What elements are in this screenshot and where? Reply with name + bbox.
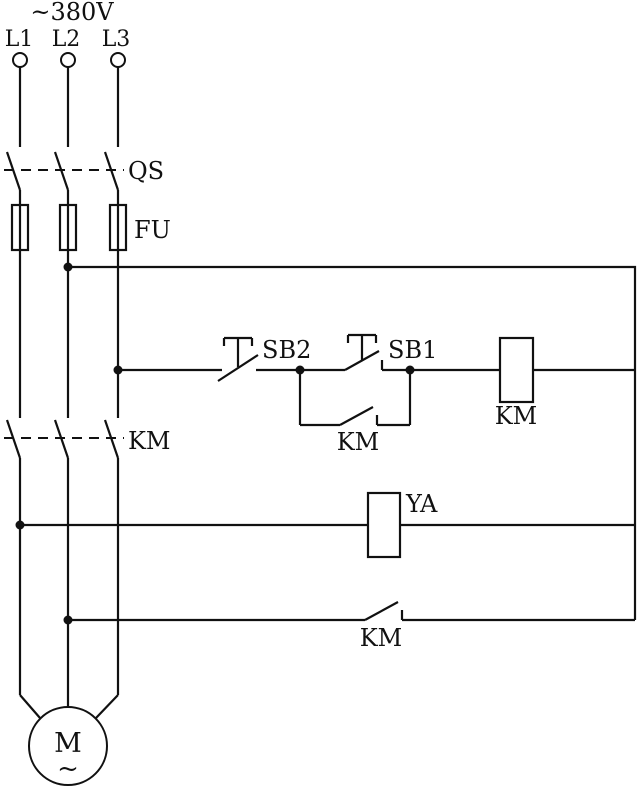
motor-label: M [54,728,82,759]
qs-label: QS [128,157,164,185]
sb1-contact [344,333,384,371]
junction-dots [15,262,415,625]
motor-m: M ~ [28,706,108,786]
aux-contact-km: KM [298,370,412,456]
contactor-coil-km: KM [495,336,538,430]
brake-contact-blade [364,601,404,621]
phase-label-l3: L3 [102,27,131,52]
terminal-l1 [12,52,28,68]
km-aux-label: KM [337,428,380,456]
ya-coil-body [366,491,402,559]
phase-label-l2: L2 [52,27,81,52]
junction-dot [63,262,73,272]
sb1-label: SB1 [388,336,437,364]
fuses-fu: FU [10,203,171,252]
contactor-main-contacts-km: KM [4,419,171,459]
junction-dot [15,520,25,530]
fuse-l2 [58,203,78,252]
control-rail [68,265,637,620]
supply-voltage-label: ~380V [30,0,114,26]
km-main-label: KM [128,427,171,455]
terminal-l3 [110,52,126,68]
phase-label-l1: L1 [5,27,34,52]
motor-ac-symbol: ~ [57,754,79,784]
phase-wires [18,67,120,719]
ya-label: YA [405,490,438,518]
start-button-sb1: SB1 [344,333,437,371]
disconnect-switch-qs: QS [4,151,164,191]
fu-label: FU [134,216,171,244]
junction-dot [63,615,73,625]
terminal-l2 [60,52,76,68]
brake-coil-ya: YA [20,490,635,559]
aux-contact-wires [298,370,412,427]
junction-dot [113,365,123,375]
fuse-l3 [108,203,128,252]
brake-contact-km: KM [68,601,635,652]
junction-dot [295,365,305,375]
motor-body [28,706,108,786]
stop-button-sb2: SB2 [217,336,311,382]
km-brake-label: KM [360,624,403,652]
supply-terminals: ~380V L1 L2 L3 [5,0,131,68]
sb2-contact [217,336,259,382]
fuse-l1 [10,203,30,252]
km-coil-label: KM [495,402,538,430]
junction-dot [405,365,415,375]
km-coil-body [498,336,535,404]
sb2-label: SB2 [262,336,311,364]
